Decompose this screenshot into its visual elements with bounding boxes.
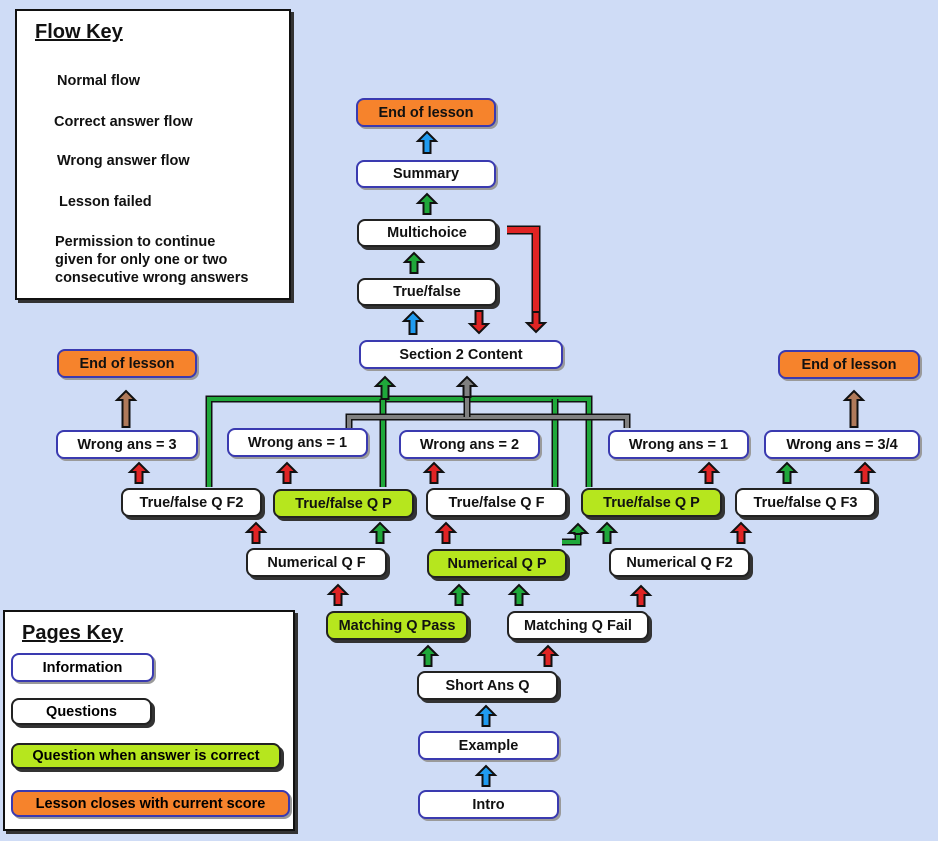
node-numerical-q-f: Numerical Q F <box>246 548 387 577</box>
arrow-numf2-tfp2 <box>595 521 619 544</box>
node-wrong-ans-3-4: Wrong ans = 3/4 <box>764 430 920 459</box>
node-end-of-lesson-right: End of lesson <box>778 350 920 379</box>
arrow-loop-section2-grey <box>455 375 479 398</box>
node-numerical-q-p: Numerical Q P <box>427 549 567 578</box>
green-hook <box>562 532 580 544</box>
node-true-false-q-f: True/false Q F <box>426 488 567 517</box>
arrow-matchfail-nump <box>507 583 531 606</box>
arrow-shortans-matchpass <box>416 644 440 667</box>
arrow-tff2-wrong3 <box>127 461 151 484</box>
node-numerical-q-f2: Numerical Q F2 <box>609 548 750 577</box>
node-multichoice: Multichoice <box>357 219 497 247</box>
node-true-false-q-f2: True/false Q F2 <box>121 488 262 517</box>
arrow-nump-hook <box>566 522 590 535</box>
red-connector-multichoice <box>507 227 539 318</box>
arrow-example-shortans <box>474 704 498 727</box>
arrow-numf-tfp1 <box>368 521 392 544</box>
grey-connector <box>347 415 629 428</box>
node-end-of-lesson-left: End of lesson <box>57 349 197 378</box>
arrow-shortans-matchfail <box>536 644 560 667</box>
arrow-matchpass-numf <box>326 583 350 606</box>
flow-key-correct-label: Correct answer flow <box>54 114 193 130</box>
pages-key-closes-sample: Lesson closes with current score <box>11 790 290 817</box>
pages-key-title: Pages Key <box>22 622 124 644</box>
pages-key-information-sample: Information <box>11 653 154 682</box>
node-example: Example <box>418 731 559 760</box>
node-true-false: True/false <box>357 278 497 306</box>
arrow-matchfail-numf2 <box>629 584 653 607</box>
arrow-wrong34-end <box>842 389 866 428</box>
arrow-numf-tff2 <box>244 521 268 544</box>
red-connector-multichoice <box>507 225 541 318</box>
arrow-multichoice-summary <box>415 192 439 215</box>
node-matching-q-pass: Matching Q Pass <box>326 611 468 640</box>
arrow-matchpass-nump <box>447 583 471 606</box>
arrow-intro-example <box>474 764 498 787</box>
arrow-nump-tff <box>434 521 458 544</box>
arrow-multichoice-section2 <box>524 311 548 334</box>
arrow-section2-truefalse <box>401 310 425 335</box>
arrow-tff3-wrong34-red <box>853 461 877 484</box>
arrow-wrong3-end <box>114 389 138 428</box>
flow-key-panel: Flow Key Normal flow Correct answer flow… <box>15 9 291 300</box>
flow-key-permission-line1: Permission to continue <box>55 234 216 250</box>
node-matching-q-fail: Matching Q Fail <box>507 611 649 640</box>
arrow-truefalse-multichoice <box>402 251 426 274</box>
node-wrong-ans-2: Wrong ans = 2 <box>399 430 540 459</box>
flow-key-normal-label: Normal flow <box>57 73 140 89</box>
flow-key-title: Flow Key <box>35 21 123 43</box>
node-intro: Intro <box>418 790 559 819</box>
arrow-numf2-tff3 <box>729 521 753 544</box>
node-wrong-ans-1-left: Wrong ans = 1 <box>227 428 368 457</box>
flow-key-permission-line2: given for only one or two <box>55 252 228 268</box>
flow-key-failed-label: Lesson failed <box>59 194 152 210</box>
node-wrong-ans-3: Wrong ans = 3 <box>56 430 198 459</box>
flow-key-wrong-label: Wrong answer flow <box>57 153 190 169</box>
connector-lines <box>205 225 631 546</box>
arrow-tfp1-wrong1 <box>275 461 299 484</box>
node-section-2-content: Section 2 Content <box>359 340 563 369</box>
node-true-false-q-p-right: True/false Q P <box>581 488 722 517</box>
node-true-false-q-p-left: True/false Q P <box>273 489 414 518</box>
arrow-truefalse-section2 <box>467 310 491 335</box>
arrow-summary-end <box>415 130 439 154</box>
node-summary: Summary <box>356 160 496 188</box>
arrow-tfp2-wrong1 <box>697 461 721 484</box>
flow-key-permission-line3: consecutive wrong answers <box>55 270 249 286</box>
green-connector-tfp1 <box>207 397 591 487</box>
arrow-loop-section2-green <box>373 375 397 400</box>
node-true-false-q-f3: True/false Q F3 <box>735 488 876 517</box>
arrow-tff3-wrong34-green <box>775 461 799 484</box>
pages-key-panel: Pages Key Information Questions Question… <box>3 610 295 831</box>
node-short-ans-q: Short Ans Q <box>417 671 558 700</box>
node-end-of-lesson-top: End of lesson <box>356 98 496 127</box>
arrow-tff-wrong2 <box>422 461 446 484</box>
node-wrong-ans-1-right: Wrong ans = 1 <box>608 430 749 459</box>
pages-key-correct-sample: Question when answer is correct <box>11 743 281 769</box>
pages-key-questions-sample: Questions <box>11 698 152 725</box>
